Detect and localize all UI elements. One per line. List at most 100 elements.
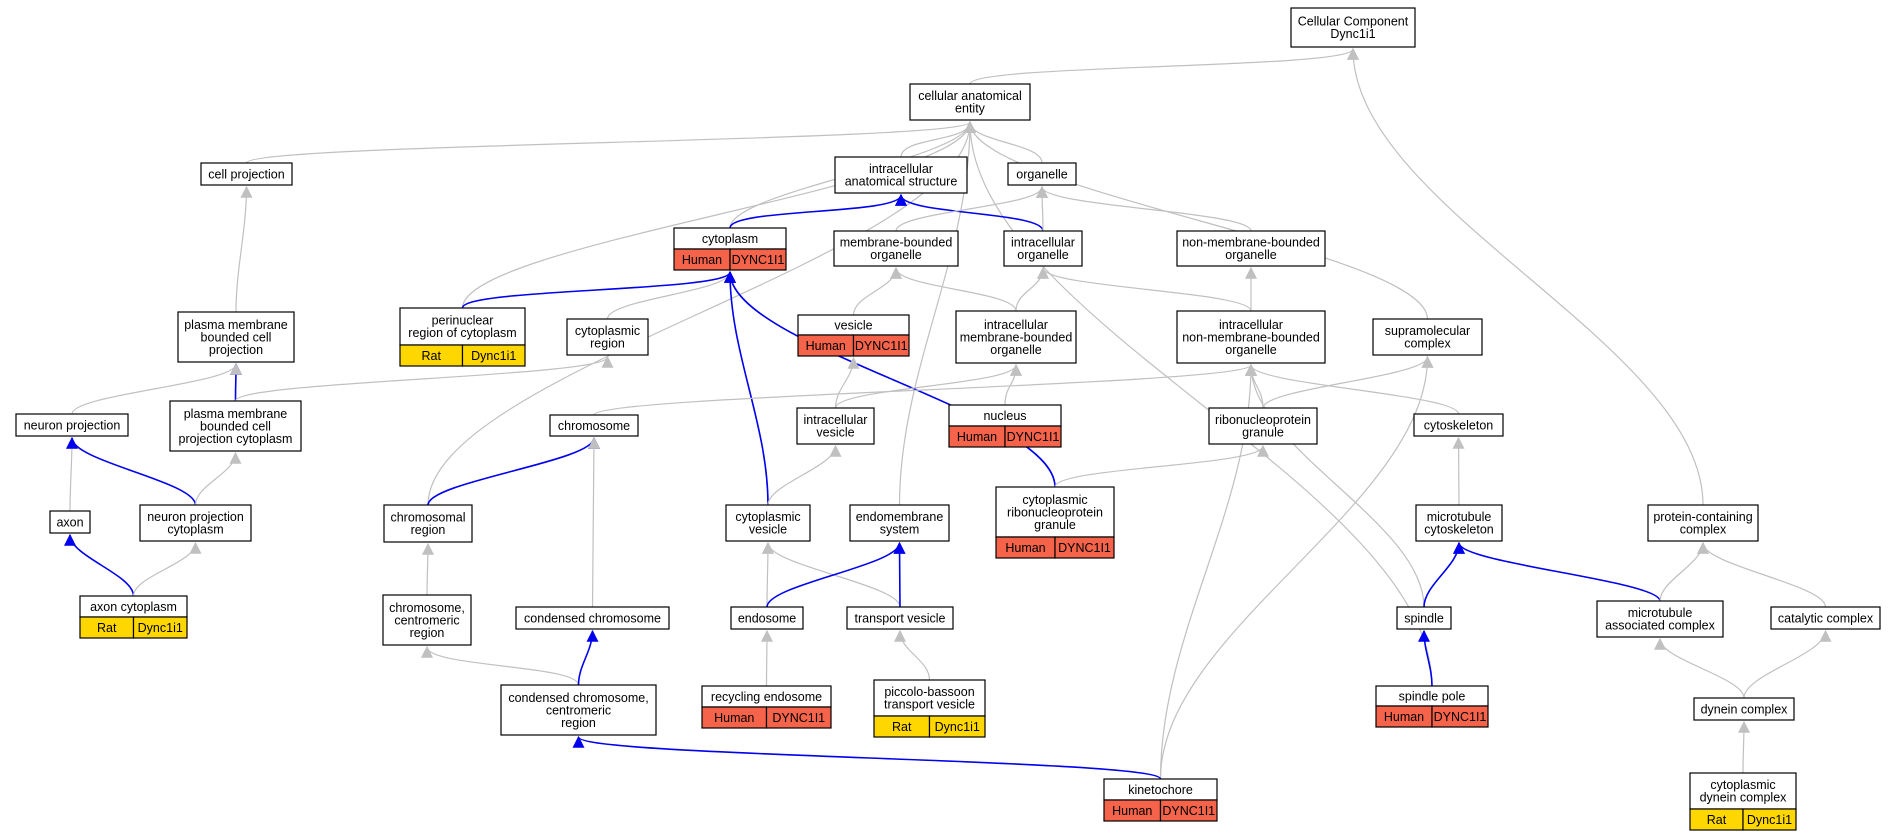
node-endosome[interactable]: endosome (730, 606, 804, 630)
node-catalytic[interactable]: catalytic complex (1770, 606, 1881, 630)
annotation-organism: Human (1005, 541, 1045, 555)
node-spindle[interactable]: spindle (1396, 606, 1452, 630)
annotation-organism: Human (1112, 804, 1152, 818)
edge-cyto_vesicle-to-ivesicle (767, 444, 842, 506)
edge-crnp-to-cytoplasm (724, 270, 1056, 488)
node-box (725, 504, 811, 542)
node-cond-chrom[interactable]: condensed chromosome (515, 606, 670, 630)
node-label: condensed chromosome, (508, 691, 648, 705)
edge-piccolo-to-transport_ves (894, 629, 931, 681)
node-label: cytoplasm (167, 523, 223, 537)
annotation-organism: Rat (422, 349, 442, 363)
node-box (549, 414, 639, 437)
node-dynein[interactable]: dynein complex (1693, 697, 1795, 721)
edge-axon_cyto-to-axon (64, 533, 135, 597)
node-cell-proj[interactable]: cell projection (200, 162, 293, 186)
edge-spindle-to-mt_cytoskel (1423, 541, 1465, 608)
node-label: ribonucleoprotein (1215, 413, 1311, 427)
node-label: transport vesicle (854, 611, 945, 625)
node-label: intracellular (1219, 318, 1283, 332)
edge-cyto_vesicle-to-cytoplasm (724, 270, 769, 506)
node-label: cytoplasmic (1022, 493, 1087, 507)
annotation-gene: DYNC1I1 (1434, 710, 1487, 724)
node-label: organelle (870, 248, 921, 262)
edge-chrom_region-to-chromosome (427, 436, 600, 506)
node-transport-ves[interactable]: transport vesicle (846, 606, 954, 630)
edge-cyto_region-to-cytoplasm (606, 270, 736, 320)
node-box (846, 606, 954, 630)
annotation-gene: DYNC1I1 (1058, 541, 1111, 555)
node-organelle[interactable]: organelle (1007, 162, 1077, 186)
annotation-gene-cell (461, 344, 526, 367)
node-label: complex (1680, 523, 1727, 537)
node-label: kinetochore (1128, 783, 1193, 797)
edge-supra-to-cae (964, 120, 1429, 320)
edge-cytoskel-to-inmbo (1245, 363, 1460, 415)
node-crnp[interactable]: cytoplasmicribonucleoproteingranuleHuman… (995, 486, 1115, 559)
edge-perinuc-to-cytoplasm (461, 270, 736, 309)
edge-ccc-to-cond_chrom (577, 629, 599, 686)
node-chromosome[interactable]: chromosome (549, 414, 639, 437)
node-box (383, 504, 473, 543)
node-label: microtubule (1628, 606, 1693, 620)
node-label: condensed chromosome (524, 611, 661, 625)
node-label: organelle (1016, 167, 1067, 181)
edge-spindle_pole-to-cae (964, 120, 1433, 687)
node-box (177, 311, 295, 363)
edge-pmbcpc-to-cyto_region (234, 355, 614, 402)
edge-mac-to-mt_cytoskel (1453, 541, 1661, 602)
node-axon[interactable]: axon (49, 510, 91, 534)
node-label: membrane-bounded (840, 236, 953, 250)
edge-transport_ves-to-endomem (893, 541, 906, 608)
node-label: membrane-bounded (960, 330, 1073, 344)
annotation-gene: Dync1i1 (471, 349, 516, 363)
node-neuron-proj[interactable]: neuron projection (15, 413, 129, 437)
node-label: region (411, 523, 446, 537)
node-label: spindle pole (1399, 689, 1466, 703)
node-box (1396, 606, 1452, 630)
node-box (955, 310, 1077, 364)
edge-cae-to-cc_root (969, 47, 1359, 85)
node-label: axon (56, 515, 83, 529)
edge-imbo-to-mbo (890, 266, 1017, 312)
node-inmbo[interactable]: intracellularnon-membrane-boundedorganel… (1176, 310, 1326, 364)
edge-cytoplasm-to-ias (729, 193, 907, 229)
node-box (139, 504, 252, 542)
node-label: organelle (1225, 248, 1276, 262)
node-cytoskel[interactable]: cytoskeleton (1413, 413, 1504, 437)
node-label: protein-containing (1653, 510, 1752, 524)
annotation-organism: Human (957, 430, 997, 444)
